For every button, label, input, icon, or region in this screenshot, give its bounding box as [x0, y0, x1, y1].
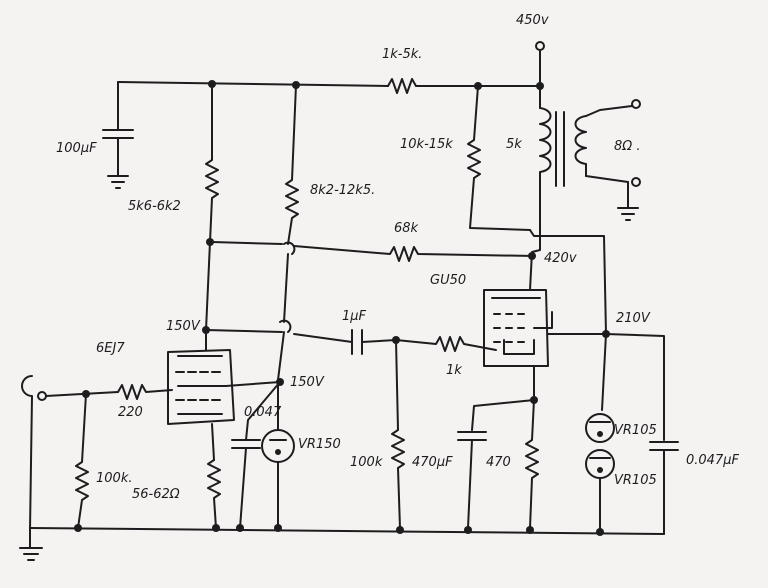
label-vr105-bottom: VR105 [614, 473, 657, 488]
input-jack [19, 375, 173, 561]
label-100uf: 100µF [56, 141, 97, 156]
resistor-5k6-6k2 [205, 83, 219, 243]
capacitor-0047-left [231, 381, 281, 529]
regulator-vr150 [261, 381, 295, 529]
resistor-10k-15k [467, 85, 531, 231]
capacitor-470uf [457, 431, 487, 529]
label-100k-left: 100k. [96, 471, 132, 486]
label-150v-screen: 150V [290, 375, 325, 390]
label-vr150: VR150 [298, 437, 341, 452]
label-gu50: GU50 [430, 273, 466, 288]
label-210v: 210V [616, 311, 651, 326]
label-220: 220 [118, 405, 143, 420]
label-0047-left: 0.047 [244, 405, 282, 420]
ground-rail [29, 527, 665, 535]
resistor-470 [525, 399, 539, 529]
label-1k: 1k [446, 363, 462, 378]
capacitor-1uf [351, 329, 397, 355]
capacitor-0047-right [649, 441, 679, 535]
capacitor-100uf [102, 81, 134, 189]
label-1uf: 1µF [342, 309, 367, 324]
label-470uf: 470µF [412, 455, 453, 470]
label-420v: 420v [544, 251, 577, 266]
resistor-8k2-12k5 [277, 84, 299, 381]
regulator-vr105-stack [585, 333, 615, 529]
label-56-62: 56-62Ω [132, 487, 180, 502]
resistor-100k-input [75, 393, 89, 529]
label-vr105-top: VR105 [614, 423, 657, 438]
label-470: 470 [486, 455, 511, 470]
tube-gu50 [483, 289, 553, 401]
resistor-100k-mid [391, 339, 405, 529]
label-5k: 5k [506, 137, 522, 152]
tube-6ej7 [167, 241, 353, 461]
label-8k2-12k5: 8k2-12k5. [310, 183, 375, 198]
label-5k6-6k2: 5k6-6k2 [128, 199, 181, 214]
label-68k: 68k [394, 221, 419, 236]
label-8ohm: 8Ω . [614, 139, 640, 154]
label-6ej7: 6EJ7 [96, 341, 125, 356]
resistor-1k [395, 336, 497, 352]
output-transformer [539, 85, 641, 229]
label-100k-mid: 100k [350, 455, 383, 470]
label-150v-top: 150V [166, 319, 201, 334]
label-0047-right: 0.047µF [686, 453, 739, 468]
label-10k-15k: 10k-15k [400, 137, 453, 152]
label-450v: 450v [516, 13, 549, 28]
resistor-68k [211, 241, 536, 262]
resistor-56-62 [207, 459, 221, 529]
label-1k-5k: 1k-5k. [382, 47, 422, 62]
